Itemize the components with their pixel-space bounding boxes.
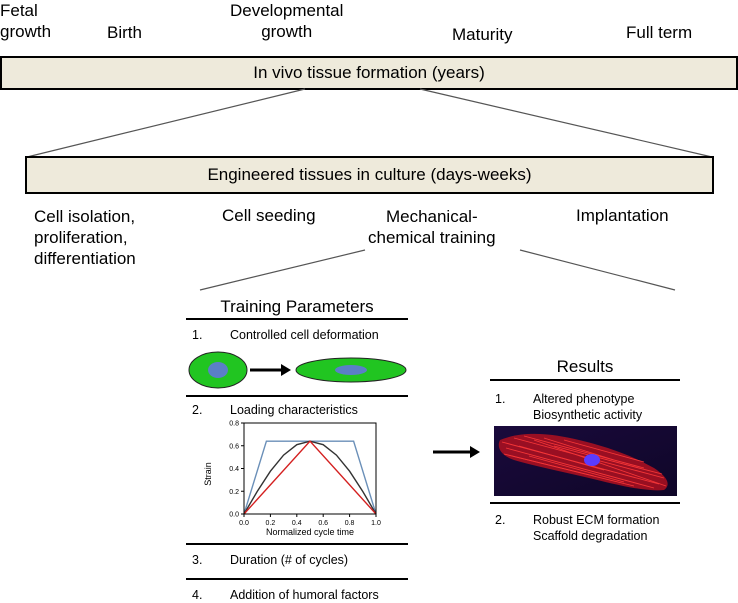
series-line-3 [243, 440, 377, 515]
results-arrow-head [470, 446, 480, 458]
divider [186, 395, 408, 397]
stage-maturity: Maturity [452, 25, 513, 44]
y-tick-label: 0.2 [229, 489, 239, 496]
series-line-2 [243, 440, 377, 515]
x-tick-label: 0.0 [239, 520, 249, 527]
item-number: 1. [495, 392, 506, 406]
item-text: Duration (# of cycles) [230, 553, 349, 567]
y-axis-label: Strain [203, 462, 213, 486]
culture-band: Engineered tissues in culture (days-week… [25, 156, 714, 194]
divider [186, 578, 408, 580]
x-axis-label: Normalized cycle time [266, 527, 354, 537]
cytoskeleton-shape [498, 433, 668, 491]
y-tick-label: 0.6 [229, 443, 239, 450]
item-number: 2. [192, 403, 203, 417]
zoom-line-left-lower [199, 249, 366, 291]
item-text: Robust ECM formation [533, 513, 660, 527]
training-item-3: 3. Duration (# of cycles) [192, 552, 408, 568]
results-item-2: 2. Robust ECM formation Scaffold degrada… [495, 512, 680, 544]
plot-frame [243, 422, 377, 515]
divider [186, 543, 408, 545]
divider [490, 379, 680, 381]
step-cell-seeding: Cell seeding [222, 206, 316, 225]
x-tick-label: 0.6 [318, 520, 328, 527]
step-label-line: differentiation [34, 249, 136, 268]
item-text: Addition of humoral factors [230, 588, 379, 602]
results-item-1: 1. Altered phenotype Biosynthetic activi… [495, 391, 680, 423]
item-text: Loading characteristics [230, 403, 358, 417]
y-tick-label: 0.8 [229, 421, 239, 428]
x-tick-label: 0.4 [292, 520, 302, 527]
item-text: Scaffold degradation [533, 529, 648, 543]
zoom-line-right-upper [419, 88, 713, 158]
stage-birth: Birth [107, 23, 142, 42]
training-parameters-title: Training Parameters [220, 297, 374, 316]
item-number: 3. [192, 553, 203, 567]
step-mechanical-chemical-training: Mechanical- chemical training [368, 206, 496, 248]
stage-fetal-growth: Fetal growth [0, 0, 51, 42]
strain-chart: 0.0 0.2 0.4 0.6 0.8 1.0 0.0 0.2 0.4 0.6 0.8 Normal… [203, 421, 381, 538]
step-label-line: Mechanical- [385, 207, 478, 226]
step-label-line: chemical training [368, 228, 496, 247]
stage-full-term: Full term [626, 23, 693, 42]
nucleus-icon [208, 362, 228, 378]
zoom-line-right-lower [519, 249, 676, 291]
stage-label-line: growth [261, 22, 313, 41]
x-tick-label: 0.8 [345, 520, 355, 527]
stage-label-line: Developmental [230, 1, 344, 20]
step-label-line: Cell isolation, [34, 207, 136, 226]
arrow-head-icon [281, 364, 291, 376]
nucleus-icon [335, 365, 367, 375]
item-number: 1. [192, 328, 203, 342]
step-label-line: proliferation, [34, 228, 128, 247]
y-tick-label: 0.4 [229, 466, 239, 473]
item-text: Controlled cell deformation [230, 328, 379, 342]
divider [186, 318, 408, 320]
y-tick-label: 0.0 [229, 512, 239, 519]
stage-label-line: growth [0, 22, 52, 41]
stage-developmental-growth: Developmental growth [230, 0, 343, 42]
results-title: Results [556, 357, 614, 376]
step-cell-isolation: Cell isolation, proliferation, different… [34, 206, 136, 269]
item-text: Biosynthetic activity [533, 408, 643, 422]
cell-deformation-illustration [188, 351, 407, 389]
x-tick-label: 0.2 [266, 520, 276, 527]
in-vivo-band: In vivo tissue formation (years) [0, 56, 738, 90]
series-line-1 [243, 440, 377, 515]
stage-label-line: Fetal [0, 1, 38, 20]
x-tick-label: 1.0 [371, 520, 381, 527]
training-item-4: 4. Addition of humoral factors [192, 587, 408, 603]
item-text: Altered phenotype [533, 392, 635, 406]
zoom-line-left-upper [26, 88, 306, 158]
training-item-2: 2. Loading characteristics [192, 402, 408, 418]
cell-fluorescence-image [494, 426, 677, 496]
step-implantation: Implantation [576, 206, 669, 225]
training-item-1: 1. Controlled cell deformation [192, 327, 408, 343]
item-number: 4. [192, 588, 203, 602]
item-number: 2. [495, 513, 506, 527]
nucleus-icon [584, 454, 600, 466]
divider [490, 502, 680, 504]
